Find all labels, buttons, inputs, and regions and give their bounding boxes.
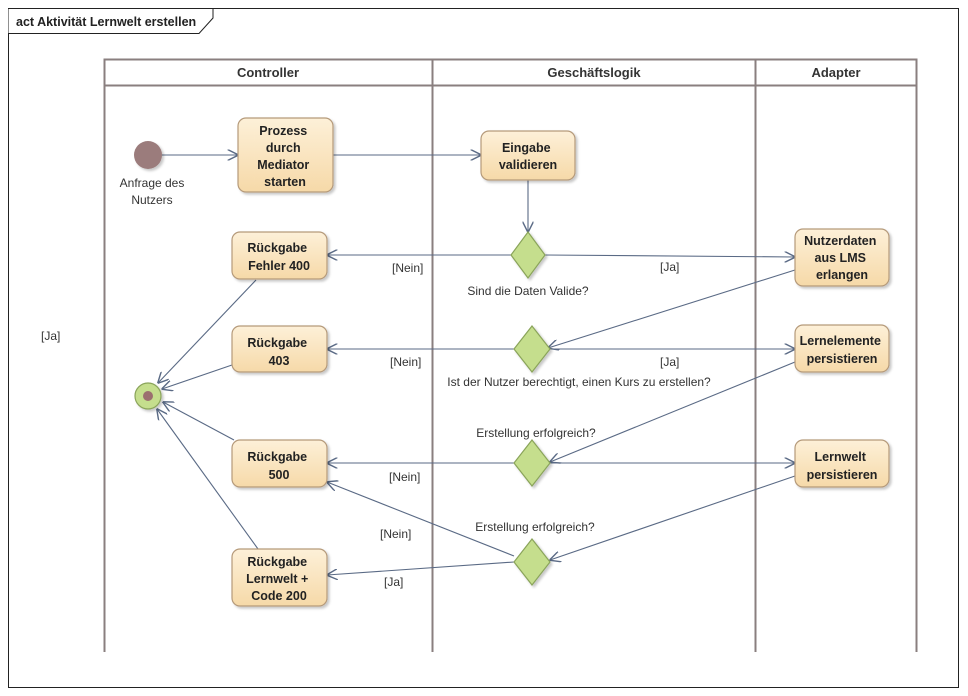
action-lernwelt-line1: Lernwelt bbox=[815, 450, 867, 464]
decision-creation-success-1-question: Erstellung erfolgreich? bbox=[476, 426, 596, 440]
guard-labels: [Nein] [Ja] [Nein] [Ja] [Nein] [Nein] [J… bbox=[380, 260, 679, 589]
edge-ok200-to-final bbox=[157, 409, 259, 550]
svg-text:Prozess durch Medi: Prozess durch Mediator starten bbox=[257, 124, 313, 189]
action-lms-line3: erlangen bbox=[816, 268, 868, 282]
edge-err403-to-final bbox=[162, 364, 233, 389]
action-return-500: Rückgabe 500 bbox=[231, 439, 328, 488]
decision-creation-success-1: Erstellung erfolgreich? bbox=[476, 426, 596, 487]
action-validate-line1: Eingabe bbox=[502, 141, 551, 155]
action-validate-line2: validieren bbox=[499, 158, 557, 172]
edges bbox=[157, 155, 795, 575]
decision-data-valid: Sind die Daten Valide? bbox=[467, 230, 589, 298]
action-lms-line1: Nutzerdaten bbox=[804, 234, 876, 248]
svg-text:Rückgabe Fehler 400: Rückgabe Fehler 400 bbox=[247, 241, 310, 273]
guard-d2-no: [Nein] bbox=[390, 355, 421, 369]
edge-d4-to-err500 bbox=[327, 482, 515, 557]
decision-creation-success-2-question: Erstellung erfolgreich? bbox=[475, 520, 595, 534]
initial-node-circle bbox=[134, 141, 162, 169]
action-lernel-line1: Lernelemente bbox=[800, 334, 881, 348]
svg-text:Rückgabe 403: Rückgabe 403 bbox=[247, 336, 310, 368]
action-return-error-400: Rückgabe Fehler 400 bbox=[231, 231, 328, 280]
guard-d3-no: [Nein] bbox=[389, 470, 420, 484]
action-500-line2: 500 bbox=[269, 468, 290, 482]
decision-user-authorized: Ist der Nutzer berechtigt, einen Kurs zu… bbox=[447, 325, 711, 389]
edge-lms-to-d2 bbox=[548, 269, 796, 348]
svg-text:Rückgabe Lernwelt +: Rückgabe Lernwelt + Code 200 bbox=[246, 555, 312, 603]
action-200-line1: Rückgabe bbox=[247, 555, 307, 569]
action-start-process: Prozess durch Mediator starten bbox=[237, 117, 334, 193]
decision-creation-success-2: Erstellung erfolgreich? bbox=[475, 520, 595, 586]
lane-title-adapter: Adapter bbox=[811, 65, 860, 80]
action-500-line1: Rückgabe bbox=[247, 450, 307, 464]
action-start-line2: durch bbox=[266, 141, 301, 155]
action-200-line3: Code 200 bbox=[251, 589, 307, 603]
lane-title-controller: Controller bbox=[237, 65, 299, 80]
final-node-inner bbox=[143, 391, 153, 401]
action-validate-input: Eingabe validieren bbox=[480, 130, 576, 181]
action-start-line1: Prozess bbox=[259, 124, 307, 138]
action-start-line4: starten bbox=[264, 175, 306, 189]
action-return-403: Rückgabe 403 bbox=[231, 325, 328, 373]
lane-title-geschaeftslogik: Geschäftslogik bbox=[547, 65, 641, 80]
edge-err400-to-final bbox=[158, 279, 257, 383]
svg-text:Lernelemente persistiere: Lernelemente persistieren bbox=[800, 334, 885, 366]
action-lernel-line2: persistieren bbox=[807, 352, 878, 366]
initial-node-label-line1: Anfrage des bbox=[120, 176, 185, 190]
edge-lernwelt-to-d4 bbox=[550, 475, 796, 560]
edge-d4-to-ok200 bbox=[327, 561, 515, 575]
action-403-line2: 403 bbox=[269, 354, 290, 368]
svg-text:Rückgabe 500: Rückgabe 500 bbox=[247, 450, 310, 482]
action-403-line1: Rückgabe bbox=[247, 336, 307, 350]
lane-header-bar bbox=[103, 58, 918, 87]
svg-text:Lernwelt persistieren: Lernwelt persistieren bbox=[807, 450, 878, 482]
action-return-learning-world-200: Rückgabe Lernwelt + Code 200 bbox=[231, 548, 328, 607]
guard-d4-yes: [Ja] bbox=[384, 575, 403, 589]
initial-node-label-line2: Nutzers bbox=[131, 193, 172, 207]
frame-title: act Aktivität Lernwelt erstellen bbox=[16, 15, 196, 29]
action-lernwelt-line2: persistieren bbox=[807, 468, 878, 482]
action-get-lms-userdata: Nutzerdaten aus LMS erlangen bbox=[794, 228, 890, 287]
decision-user-authorized-question: Ist der Nutzer berechtigt, einen Kurs zu… bbox=[447, 375, 711, 389]
action-200-line2: Lernwelt + bbox=[246, 572, 308, 586]
decision-data-valid-question: Sind die Daten Valide? bbox=[467, 284, 589, 298]
guard-d2-yes: [Ja] bbox=[660, 355, 679, 369]
action-start-line3: Mediator bbox=[257, 158, 309, 172]
svg-text:Nutzerdaten aus LMS: Nutzerdaten aus LMS erlangen bbox=[804, 234, 880, 282]
guard-d4-no: [Nein] bbox=[380, 527, 411, 541]
action-400-line1: Rückgabe bbox=[247, 241, 307, 255]
stray-guard-label: [Ja] bbox=[41, 329, 60, 343]
edge-d1-to-lms bbox=[544, 255, 795, 257]
action-persist-learning-world: Lernwelt persistieren bbox=[794, 439, 890, 488]
guard-d1-yes: [Ja] bbox=[660, 260, 679, 274]
guard-d1-no: [Nein] bbox=[392, 261, 423, 275]
initial-node: Anfrage des Nutzers bbox=[120, 141, 185, 207]
svg-text:Eingabe validieren: Eingabe validieren bbox=[499, 141, 557, 172]
edge-err500-to-final bbox=[163, 402, 235, 441]
final-node bbox=[134, 382, 162, 410]
swimlanes: Controller Geschäftslogik Adapter bbox=[103, 58, 918, 652]
action-persist-learning-elements: Lernelemente persistieren bbox=[794, 324, 890, 373]
action-lms-line2: aus LMS bbox=[815, 251, 866, 265]
frame-title-tab bbox=[8, 8, 214, 34]
action-400-line2: Fehler 400 bbox=[248, 259, 310, 273]
edge-lernel-to-d3 bbox=[550, 361, 796, 462]
